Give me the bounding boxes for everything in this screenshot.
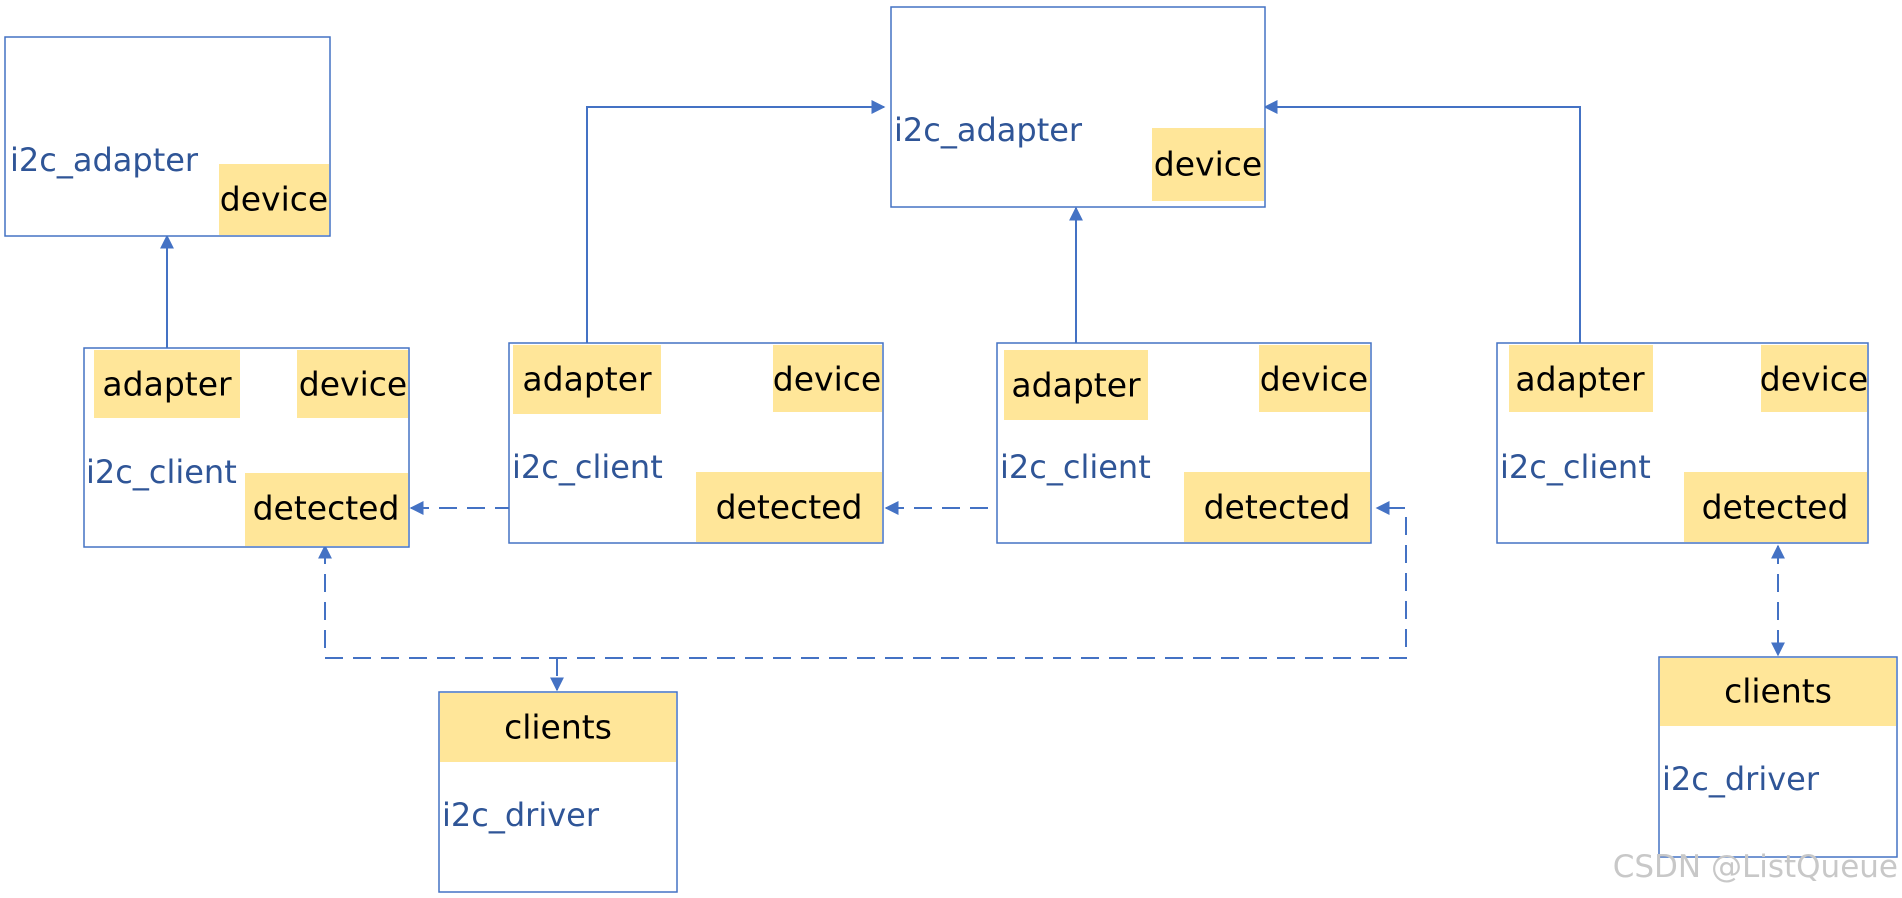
i2c-client-box-4: adapter device i2c_client detected	[1496, 342, 1869, 544]
adapter-type-label: i2c_adapter	[10, 141, 199, 179]
driver-clients-label: clients	[504, 708, 612, 747]
driver-type-label: i2c_driver	[1662, 760, 1820, 798]
adapter-device-field	[219, 164, 329, 235]
client-device-label: device	[1760, 360, 1868, 399]
client-adapter-label: adapter	[522, 360, 652, 399]
client-adapter-label: adapter	[1011, 366, 1141, 405]
driver-clients-field	[1660, 658, 1896, 726]
client-detected-label: detected	[1204, 488, 1351, 527]
client-adapter-field	[1004, 350, 1148, 420]
adapter-type-label: i2c_adapter	[894, 111, 1083, 149]
client-detected-label: detected	[716, 488, 863, 527]
link-client2-to-adapter2	[586, 100, 886, 343]
adapter-device-field	[1152, 128, 1264, 201]
i2c-driver-box-1: clients i2c_driver	[438, 691, 678, 893]
client-type-label: i2c_client	[512, 448, 663, 486]
i2c-client-box-2: adapter device i2c_client detected	[508, 342, 884, 544]
client-device-label: device	[299, 365, 407, 404]
adapter-device-label: device	[220, 180, 328, 219]
client-type-label: i2c_client	[1500, 448, 1651, 486]
client-detected-label: detected	[253, 489, 400, 528]
i2c-adapter-box-1: i2c_adapter device	[4, 36, 331, 237]
client-adapter-label: adapter	[1515, 360, 1645, 399]
client-adapter-field	[513, 345, 661, 414]
client-type-label: i2c_client	[86, 453, 237, 491]
client-type-label: i2c_client	[1000, 448, 1151, 486]
i2c-adapter-box-2: i2c_adapter device	[890, 6, 1266, 208]
i2c-client-box-3: adapter device i2c_client detected	[996, 342, 1372, 544]
client-detected-field	[696, 472, 882, 542]
client-device-label: device	[773, 360, 881, 399]
client-detected-label: detected	[1702, 488, 1849, 527]
driver-type-label: i2c_driver	[442, 796, 600, 834]
client-device-field	[1761, 345, 1867, 412]
driver-clients-label: clients	[1724, 672, 1832, 711]
client-adapter-field	[1509, 345, 1653, 412]
client-adapter-label: adapter	[102, 365, 232, 404]
adapter-device-label: device	[1154, 145, 1262, 184]
client-adapter-field	[94, 350, 240, 418]
client-detected-field	[1684, 472, 1867, 542]
client-device-field	[297, 350, 408, 418]
client-detected-field	[245, 473, 408, 546]
client-device-label: device	[1260, 360, 1368, 399]
client-device-field	[773, 345, 882, 412]
watermark: CSDN @ListQueue	[1613, 849, 1898, 885]
driver-clients-field	[440, 693, 676, 762]
client-device-field	[1259, 345, 1370, 412]
link-driver1-loop	[318, 501, 1407, 659]
i2c-client-box-1: adapter device i2c_client detected	[83, 347, 410, 548]
i2c-driver-box-2: clients i2c_driver	[1658, 656, 1898, 858]
link-client4-to-adapter2	[1263, 100, 1581, 343]
client-detected-field	[1184, 472, 1370, 542]
